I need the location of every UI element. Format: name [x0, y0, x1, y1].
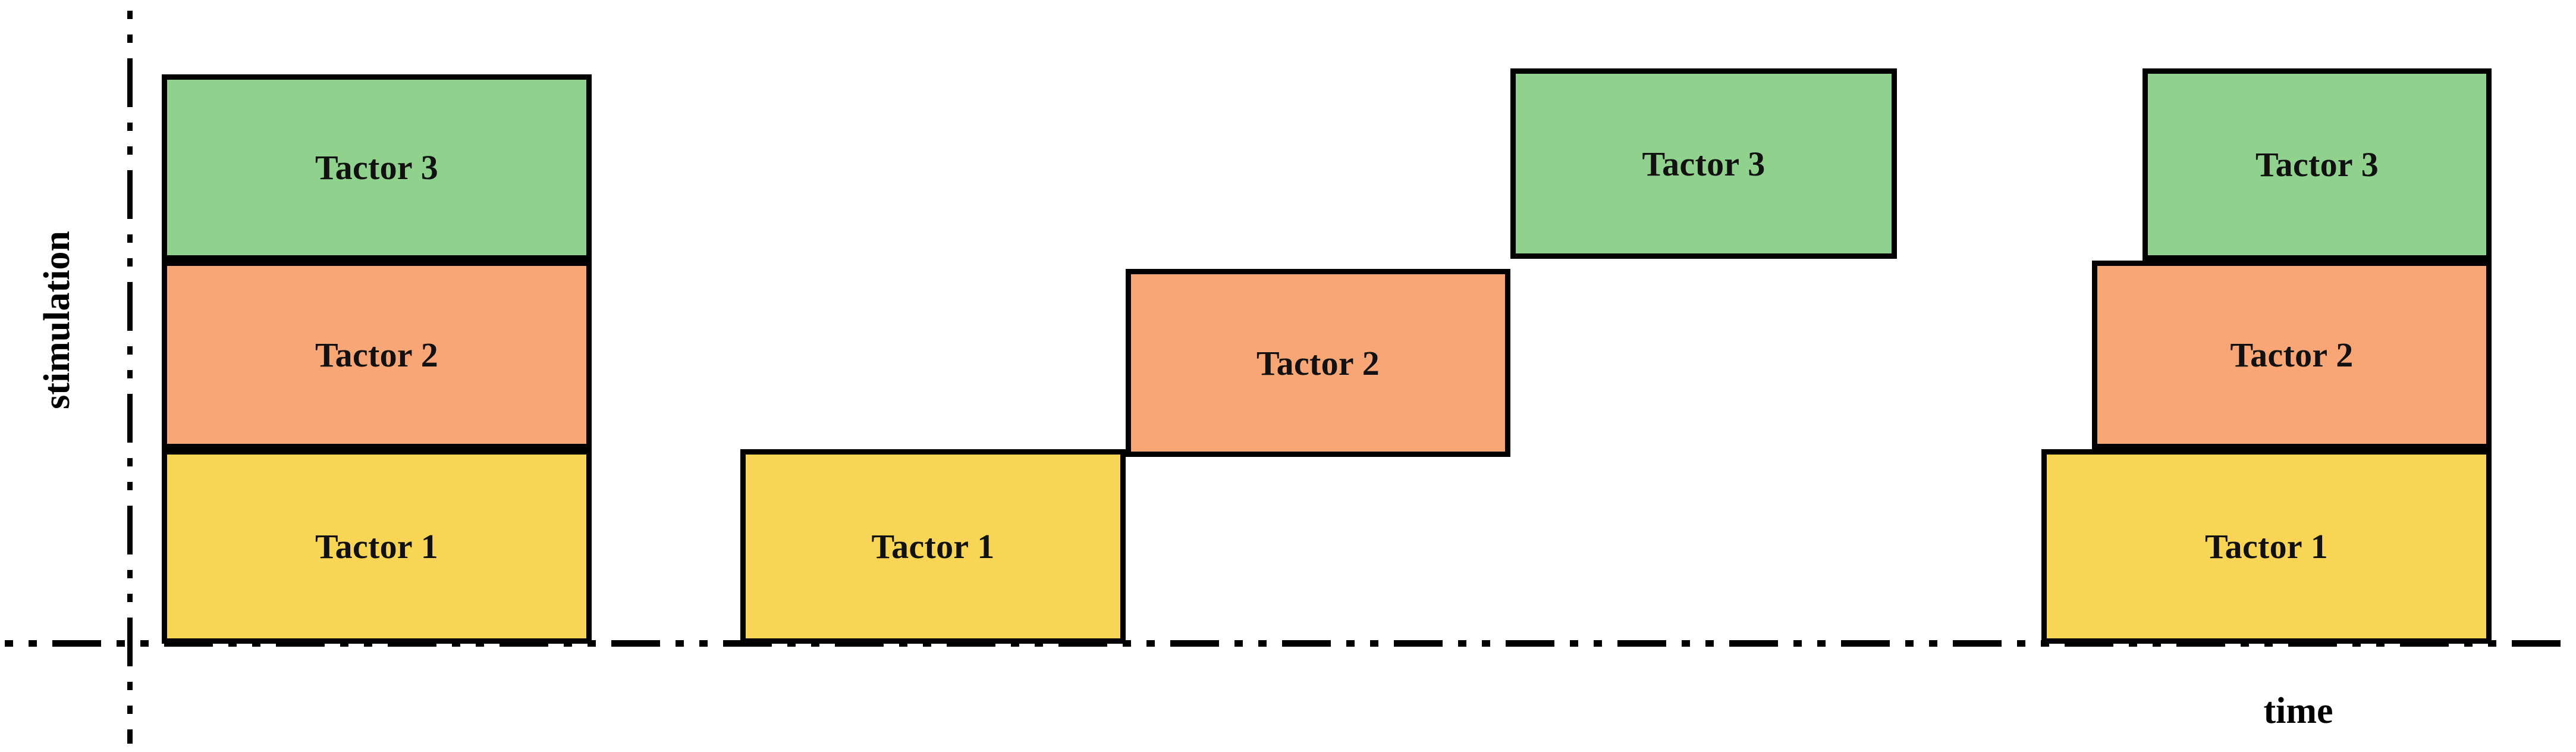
pulse-group2-tactor2: Tactor 2	[1126, 269, 1510, 457]
pulse-group3-tactor2: Tactor 2	[2092, 261, 2492, 449]
pulse-group3-tactor3: Tactor 3	[2143, 68, 2492, 261]
pulse-group2-tactor3: Tactor 3	[1510, 68, 1897, 259]
pulse-label: Tactor 2	[2230, 336, 2354, 374]
x-axis-label: time	[2263, 691, 2333, 731]
pulse-label: Tactor 1	[871, 527, 995, 566]
pulse-label: Tactor 2	[1256, 343, 1380, 383]
pulse-label: Tactor 3	[2255, 145, 2379, 184]
y-axis-line	[127, 11, 133, 744]
x-axis-line	[5, 640, 2571, 647]
pulse-group1-tactor2: Tactor 2	[162, 261, 592, 449]
pulse-group3-tactor1: Tactor 1	[2041, 449, 2492, 644]
pulse-label: Tactor 3	[315, 148, 438, 187]
pulse-group1-tactor3: Tactor 3	[162, 74, 592, 261]
pulse-label: Tactor 1	[315, 527, 438, 566]
pulse-label: Tactor 3	[1642, 144, 1765, 183]
pulse-label: Tactor 2	[315, 336, 438, 374]
pulse-group1-tactor1: Tactor 1	[162, 449, 592, 644]
y-axis-label: stimulation	[37, 231, 77, 409]
pulse-label: Tactor 1	[2204, 527, 2328, 566]
pulse-group2-tactor1: Tactor 1	[740, 449, 1126, 644]
